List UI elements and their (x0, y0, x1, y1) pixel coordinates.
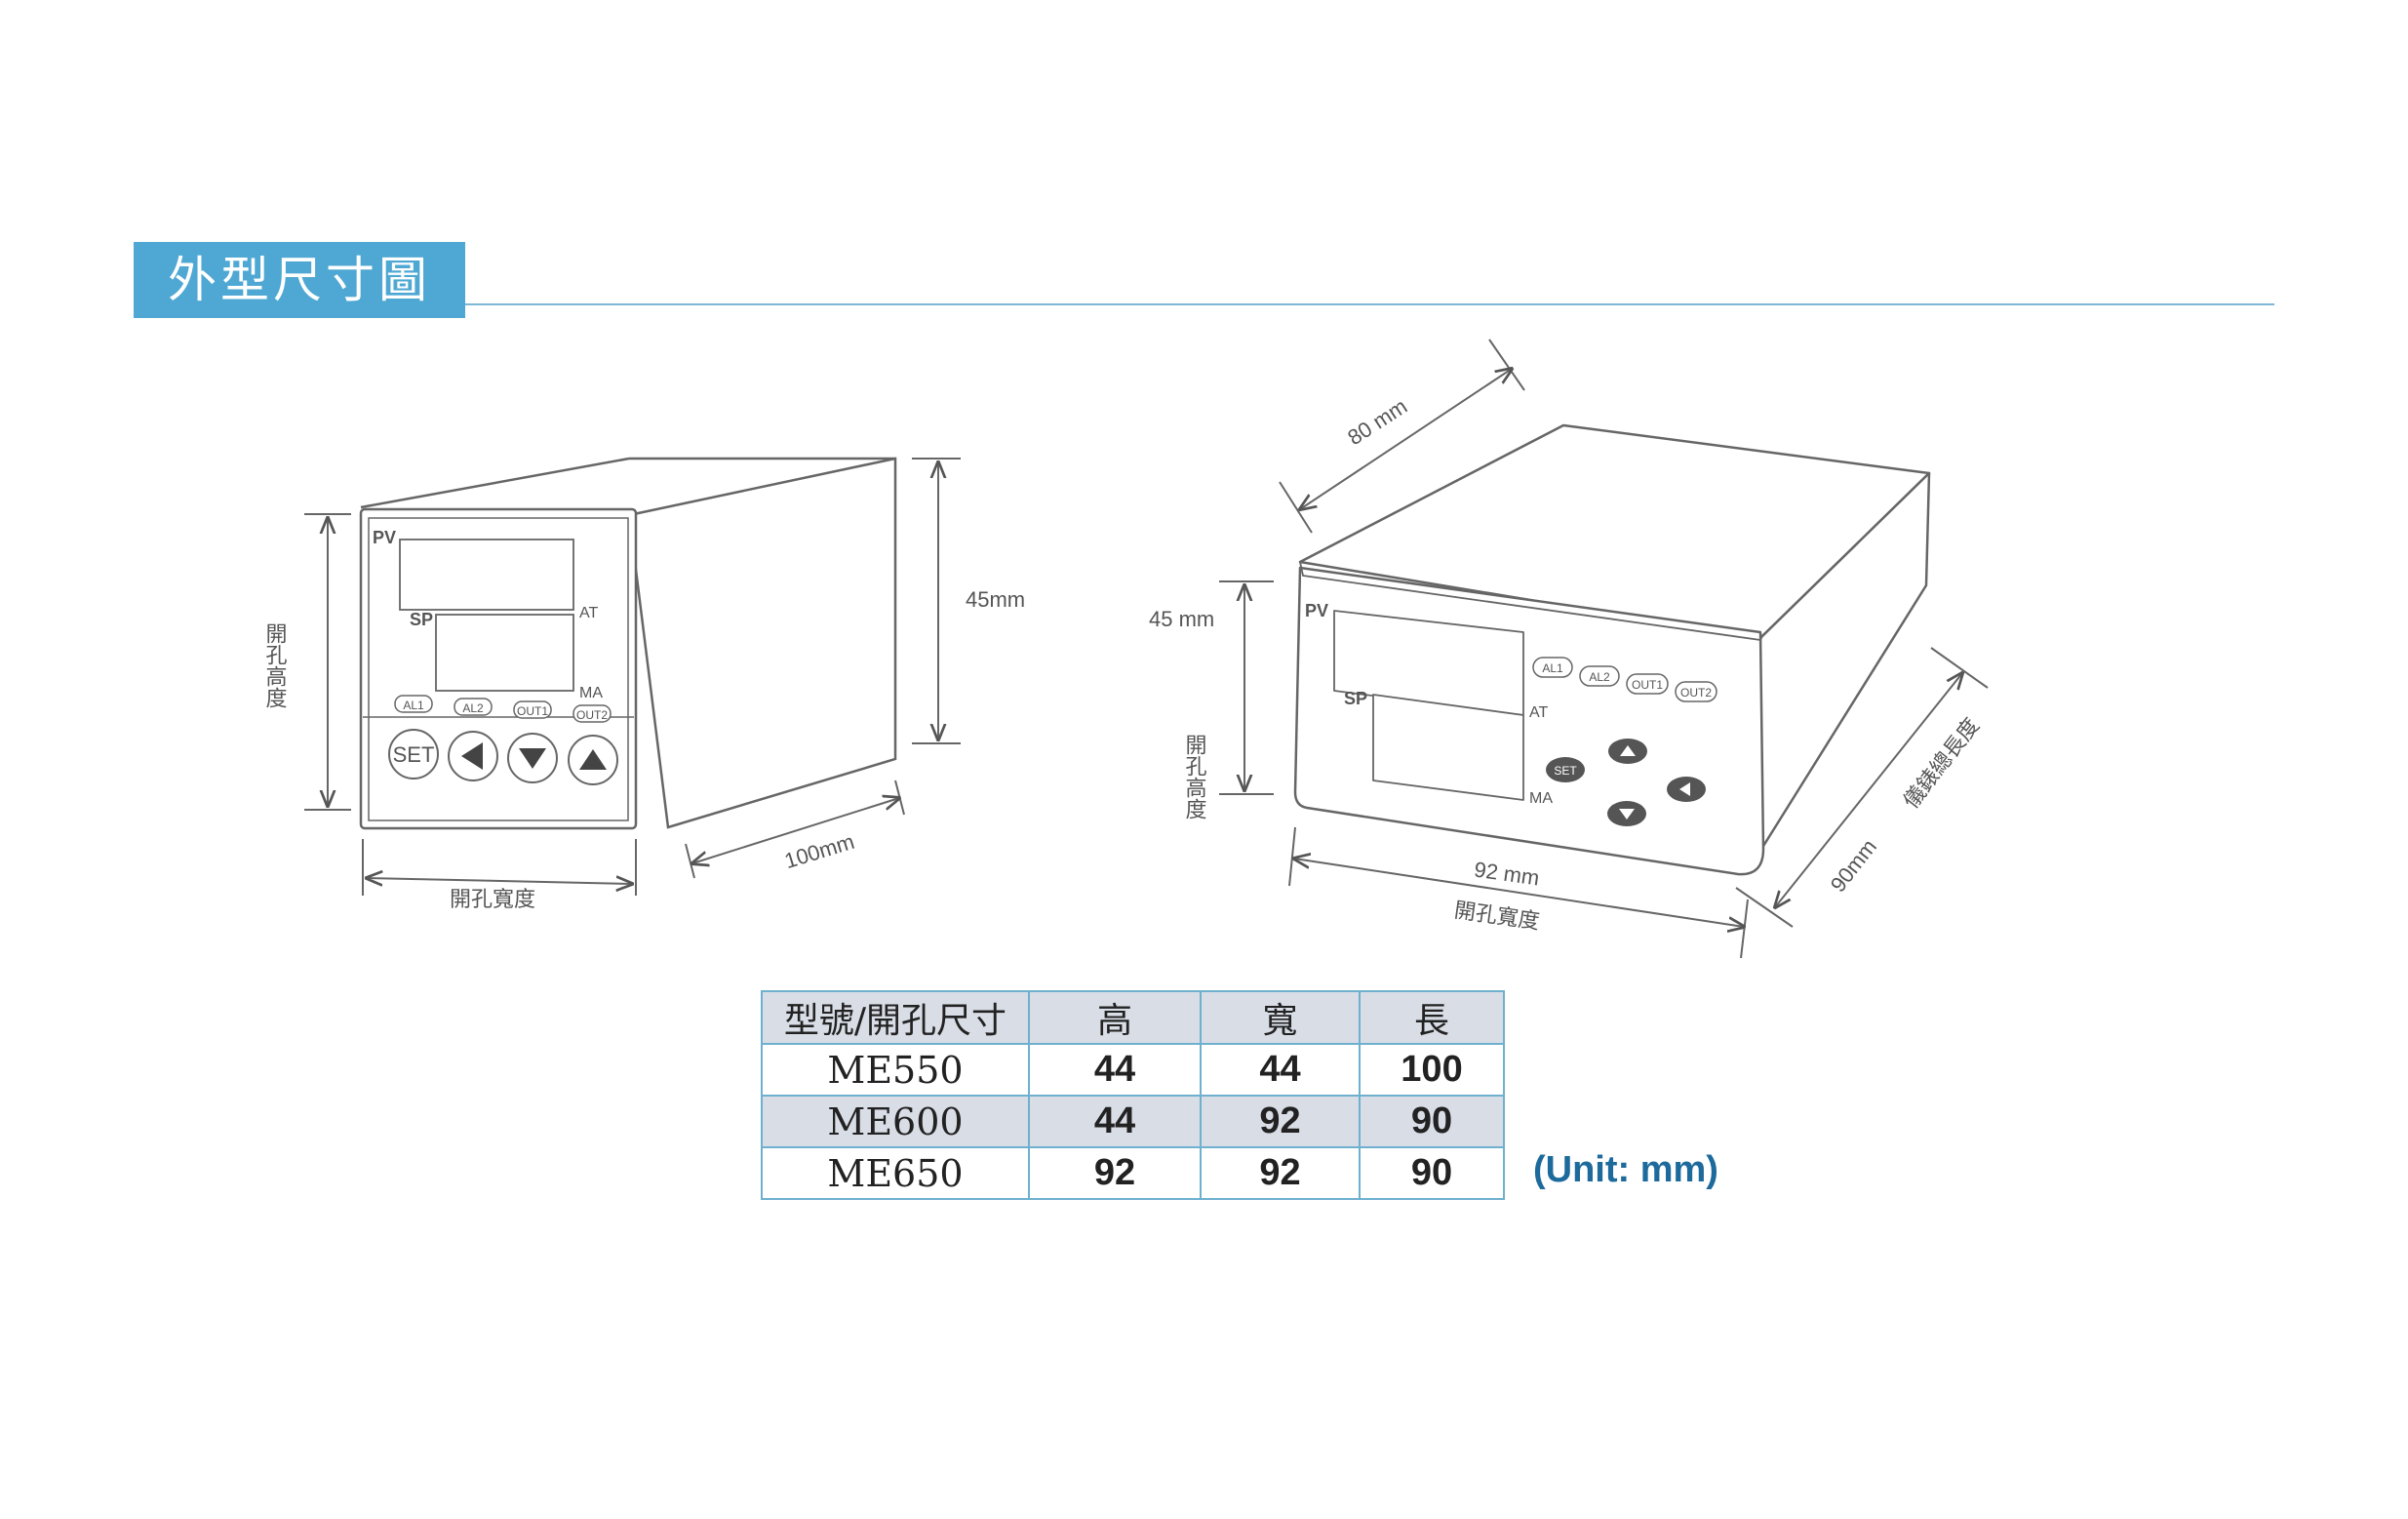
height-cell: 44 (1028, 1095, 1202, 1148)
persp-set-label: SET (1554, 764, 1577, 778)
persp-length-label: 儀錶總長度 (1899, 713, 1984, 813)
persp-pv-label: PV (1305, 601, 1328, 620)
front-led-al1: AL1 (403, 699, 424, 712)
left-arrow-icon (1679, 782, 1690, 796)
length-cell: 90 (1359, 1095, 1505, 1148)
led-al1 (394, 695, 433, 713)
header-height: 高 (1028, 990, 1202, 1045)
front-depth: 100mm (781, 829, 856, 873)
persp-sp-label: SP (1344, 689, 1367, 708)
front-led-out2: OUT2 (576, 708, 608, 722)
led-out1 (513, 700, 552, 719)
persp-led-out1: OUT1 (1632, 678, 1663, 692)
led-al1 (1532, 657, 1573, 678)
persp-at-label: AT (1529, 704, 1548, 721)
table-row: ME550 44 44 100 (761, 1043, 1505, 1097)
front-sp-label: SP (410, 610, 433, 629)
spec-table: 型號/開孔尺寸 高 寬 長 ME550 44 44 100 ME600 44 9… (761, 990, 1505, 1200)
down-arrow-icon (1619, 809, 1635, 819)
model-cell: ME650 (761, 1146, 1030, 1200)
front-at-label: AT (579, 605, 598, 621)
up-arrow-icon (1620, 745, 1636, 756)
length-cell: 100 (1359, 1043, 1505, 1097)
front-ma-label: MA (579, 685, 603, 701)
persp-length: 90mm (1826, 835, 1881, 898)
front-view-drawing (359, 457, 897, 830)
persp-height: 45 mm (1149, 607, 1214, 631)
header-width: 寬 (1200, 990, 1361, 1045)
front-led-al2: AL2 (462, 701, 484, 715)
front-led-out1: OUT1 (517, 704, 548, 718)
led-al2 (454, 698, 493, 716)
up-arrow-icon (579, 749, 607, 770)
height-cell: 92 (1028, 1146, 1202, 1200)
section-divider (465, 303, 2274, 305)
table-row: ME600 44 92 90 (761, 1095, 1505, 1148)
persp-width-label: 開孔寬度 (1453, 898, 1542, 934)
pv-display (399, 539, 574, 611)
persp-height-label: 開孔高度 (1183, 734, 1207, 819)
left-arrow-icon (461, 742, 483, 770)
housing-side (627, 457, 897, 829)
front-set-label: SET (393, 742, 435, 767)
set-button (388, 729, 439, 779)
sp-display (1372, 694, 1524, 801)
front-pv-label: PV (373, 528, 396, 547)
led-out1 (1626, 673, 1669, 695)
header-model: 型號/開孔尺寸 (761, 990, 1030, 1045)
persp-ma-label: MA (1529, 790, 1553, 807)
front-width-label: 開孔寬度 (450, 887, 535, 911)
table-header-row: 型號/開孔尺寸 高 寬 長 (761, 990, 1505, 1045)
section-title: 外型尺寸圖 (134, 242, 465, 318)
down-arrow-icon (519, 748, 546, 769)
height-cell: 44 (1028, 1043, 1202, 1097)
header-length: 長 (1359, 990, 1505, 1045)
led-out2 (1675, 681, 1717, 702)
persp-led-out2: OUT2 (1680, 686, 1712, 700)
set-button (1546, 757, 1585, 782)
sp-display (435, 614, 574, 692)
width-cell: 44 (1200, 1043, 1361, 1097)
led-out2 (572, 704, 612, 723)
table-row: ME650 92 92 90 (761, 1146, 1505, 1200)
unit-label: (Unit: mm) (1533, 1149, 1718, 1190)
persp-width: 92 mm (1473, 857, 1541, 890)
width-cell: 92 (1200, 1095, 1361, 1148)
model-cell: ME550 (761, 1043, 1030, 1097)
length-cell: 90 (1359, 1146, 1505, 1200)
model-cell: ME600 (761, 1095, 1030, 1148)
persp-led-al2: AL2 (1589, 670, 1610, 684)
front-side-height: 45mm (966, 587, 1025, 612)
front-height-label: 開孔高度 (263, 622, 288, 708)
persp-led-al1: AL1 (1542, 661, 1563, 675)
led-al2 (1579, 665, 1620, 687)
width-cell: 92 (1200, 1146, 1361, 1200)
